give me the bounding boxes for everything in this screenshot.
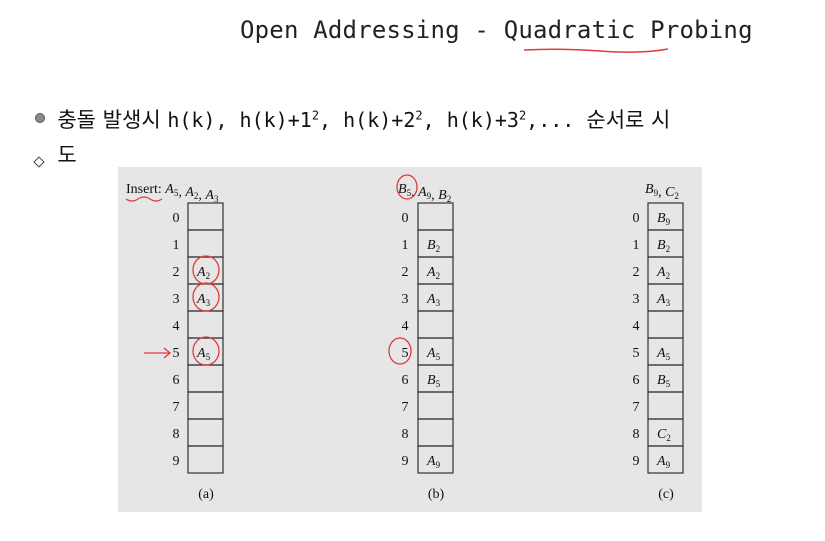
title-underline-mark	[523, 48, 669, 53]
table-0-index-0: 0	[173, 211, 180, 226]
table-0-index-1: 1	[173, 238, 180, 253]
circle-a2-annotation	[192, 255, 220, 285]
table-1-header: B5, A9, B2	[398, 182, 451, 204]
circle-a3-annotation	[192, 282, 220, 312]
table-1-cell-4	[417, 310, 454, 339]
bullet-dot-icon	[35, 113, 46, 123]
table-0-cell-7	[187, 391, 224, 420]
table-1-index-9: 9	[402, 454, 409, 469]
table-0-index-8: 8	[173, 427, 180, 442]
table-2-value-3: A3	[656, 292, 671, 308]
table-0-value-5: A5	[196, 346, 211, 362]
table-0-index-6: 6	[173, 373, 180, 388]
table-0-caption: (a)	[198, 487, 214, 502]
table-1-cell-8	[417, 418, 454, 447]
title-suffix: Probing	[635, 16, 753, 44]
table-0-cell-0	[187, 202, 224, 231]
table-1-value-9: A9	[426, 454, 441, 470]
table-1-index-8: 8	[402, 427, 409, 442]
table-0-cell-9	[187, 445, 224, 474]
circle-b5-annotation	[396, 174, 418, 200]
table-2-value-2: A2	[656, 265, 670, 281]
bullet-2-text: 도	[57, 143, 77, 167]
bullet-2: 도	[22, 115, 77, 169]
table-1-cell-0	[417, 202, 454, 231]
table-2-value-9: A9	[656, 454, 671, 470]
table-2-cell-4	[647, 310, 684, 339]
table-2-caption: (c)	[658, 487, 674, 502]
table-2-index-0: 0	[633, 211, 640, 226]
table-1-caption: (b)	[428, 487, 445, 502]
circle-a5-annotation	[192, 336, 220, 366]
table-1-index-7: 7	[402, 400, 409, 415]
table-2-index-6: 6	[633, 373, 640, 388]
table-2-index-7: 7	[633, 400, 640, 415]
table-0-header: Insert: A5, A2, A3	[126, 182, 219, 204]
table-2-header: B9, C2	[645, 182, 679, 201]
bullet-1-suffix: 순서로 시	[586, 108, 671, 132]
table-1-index-5: 5	[402, 346, 409, 361]
table-0-index-3: 3	[173, 292, 180, 307]
table-2-index-3: 3	[633, 292, 640, 307]
table-2-index-8: 8	[633, 427, 640, 442]
table-1-cell-7	[417, 391, 454, 420]
table-0-index-9: 9	[173, 454, 180, 469]
bullet-1-korean: 충돌 발생시	[57, 108, 168, 132]
title-prefix: Open Addressing -	[240, 16, 504, 44]
table-2-value-6: B5	[657, 373, 671, 389]
table-1-value-2: A2	[426, 265, 440, 281]
table-0-cell-8	[187, 418, 224, 447]
table-0-index-2: 2	[173, 265, 180, 280]
table-0-index-7: 7	[173, 400, 180, 415]
table-2-value-5: A5	[656, 346, 671, 362]
table-1-index-1: 1	[402, 238, 409, 253]
table-1-value-3: A3	[426, 292, 441, 308]
table-2-value-1: B2	[657, 238, 670, 254]
table-1-value-1: B2	[427, 238, 440, 254]
table-0-value-3: A3	[196, 292, 211, 308]
table-1-value-6: B5	[427, 373, 441, 389]
table-1-index-2: 2	[402, 265, 409, 280]
table-2-value-8: C2	[657, 427, 671, 443]
circle-index-5-annotation	[388, 337, 412, 365]
table-0-cell-1	[187, 229, 224, 258]
table-0-index-5: 5	[173, 346, 180, 361]
table-2-index-5: 5	[633, 346, 640, 361]
table-0-index-4: 4	[173, 319, 180, 334]
bullet-1: 충돌 발생시 h(k), h(k)+12, h(k)+22, h(k)+32,.…	[22, 80, 670, 134]
table-2-cell-9	[647, 445, 684, 474]
table-0-cell-6	[187, 364, 224, 393]
hash-table-figure: Insert: A5, A2, A3 0 1 2 A2 3 A3 4 5 A5 6 7 8 9 (a) B5,…	[118, 167, 702, 512]
insert-underline-annotation	[125, 196, 163, 202]
table-2-cell-7	[647, 391, 684, 420]
table-1-index-6: 6	[402, 373, 409, 388]
hash-table-figure-svg: Insert: A5, A2, A3 0 1 2 A2 3 A3 4 5 A5 6 7 8 9 (a) B5,…	[125, 174, 684, 502]
table-1-index-4: 4	[402, 319, 409, 334]
table-2-index-9: 9	[633, 454, 640, 469]
table-1-value-5: A5	[426, 346, 441, 362]
bullet-1-formula: h(k), h(k)+12, h(k)+22, h(k)+32,...	[167, 108, 587, 132]
table-1-index-0: 0	[402, 211, 409, 226]
table-2-value-0: B9	[657, 211, 671, 227]
sub-bullet-diamond-icon	[33, 156, 46, 168]
arrow-to-5-annotation	[144, 347, 172, 359]
slide-title: Open Addressing - Quadratic Probing	[240, 16, 753, 44]
table-2-index-1: 1	[633, 238, 640, 253]
title-highlight: Quadratic	[503, 16, 636, 44]
table-0-value-2: A2	[196, 265, 210, 281]
table-1-cell-9	[417, 445, 454, 474]
table-2-index-2: 2	[633, 265, 640, 280]
table-2-index-4: 4	[633, 319, 640, 334]
table-0-cell-4	[187, 310, 224, 339]
table-1-index-3: 3	[402, 292, 409, 307]
